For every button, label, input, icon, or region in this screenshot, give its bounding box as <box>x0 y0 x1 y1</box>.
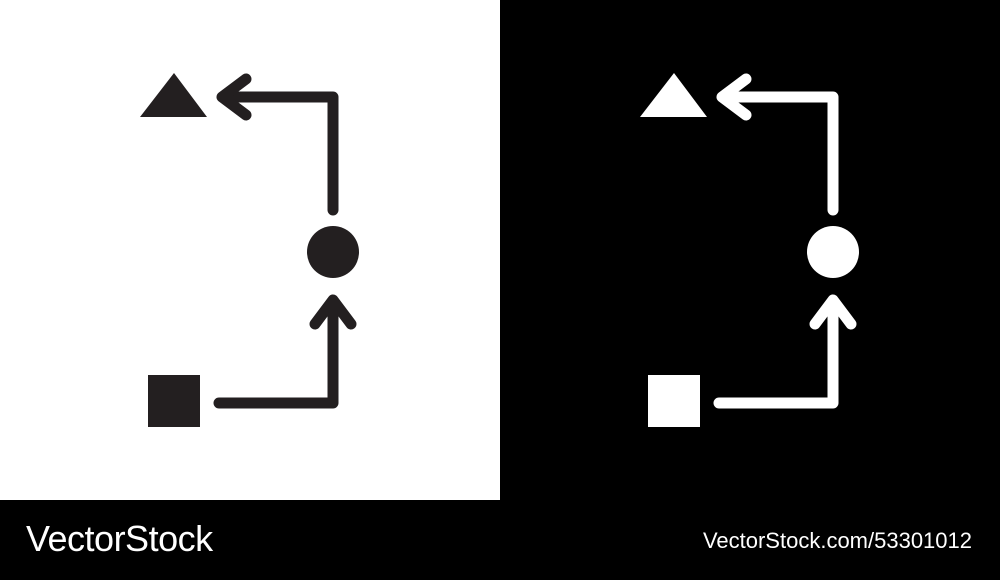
image-id-text: VectorStock.com/53301012 <box>702 528 972 553</box>
circle-node-icon <box>807 226 859 278</box>
arrow-left-head-icon <box>216 73 252 121</box>
brand-logo: VectorStock <box>26 518 213 559</box>
arrow-left-head-icon <box>716 73 752 121</box>
dark-panel <box>500 0 1000 500</box>
light-panel <box>0 0 500 500</box>
watermark-bar: VectorStock VectorStock.com/53301012 <box>0 500 1000 580</box>
connector-up-left-line <box>726 91 839 216</box>
triangle-node-icon <box>140 73 207 117</box>
connector-right-up-line <box>213 299 339 409</box>
arrow-up-head-icon <box>309 294 357 330</box>
square-node-icon <box>148 375 200 427</box>
workflow-icon-light <box>640 73 859 427</box>
arrow-up-head-icon <box>809 294 857 330</box>
connector-right-up-line <box>713 299 839 409</box>
square-node-icon <box>648 375 700 427</box>
circle-node-icon <box>307 226 359 278</box>
workflow-icon-dark <box>140 73 359 427</box>
triangle-node-icon <box>640 73 707 117</box>
connector-up-left-line <box>226 91 339 216</box>
